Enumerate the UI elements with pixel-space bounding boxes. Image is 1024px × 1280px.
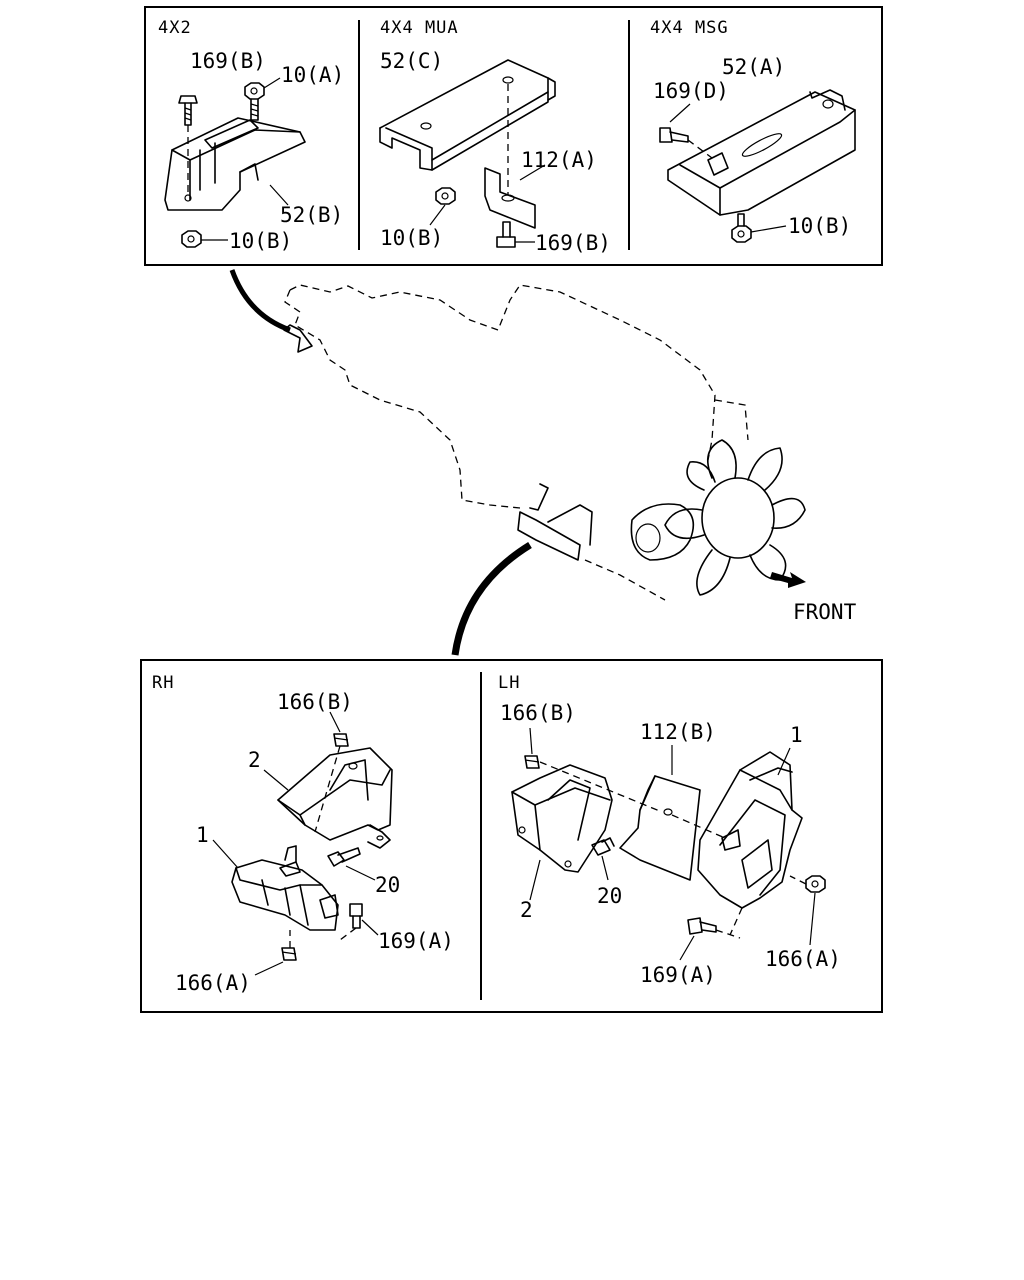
section-lh: LH 166(B) 112(B) 1 2 20 169(A) 166(A): [498, 673, 841, 987]
nut-10b-icon-msg: [731, 213, 787, 243]
label-166b-lh: 166(B): [500, 701, 576, 725]
label-20-lh: 20: [597, 884, 622, 908]
bolt-169d-icon: [659, 103, 713, 159]
nut-166a-icon-lh: [789, 875, 826, 946]
bracket-52a-drawing: [667, 89, 856, 216]
bolt-20-icon-lh: [591, 837, 615, 881]
bracket-52c-drawing: [379, 59, 556, 171]
nut-166b-icon-lh: [524, 727, 540, 769]
section-4x4-mua: 4X4 MUA 52(C) 112(A) 10(B) 169(B): [379, 18, 611, 255]
mount-1-lh-drawing: [697, 747, 803, 909]
bracket-52b-drawing: [164, 117, 306, 211]
label-20-rh: 20: [375, 873, 400, 897]
label-2-rh: 2: [248, 748, 261, 772]
bolt-169b-icon: [178, 95, 198, 126]
center-mount-icon: [517, 483, 593, 561]
nut-166b-icon-rh: [329, 711, 349, 747]
label-166a-lh: 166(A): [765, 947, 841, 971]
mount-1-rh-drawing: [212, 839, 339, 931]
bottom-panel-frame: [140, 659, 883, 1013]
section-header-4x4-mua: 4X4 MUA: [380, 18, 459, 38]
label-169b-mua: 169(B): [535, 231, 611, 255]
section-rh: RH 166(B) 2 1 20 169(A) 166(A): [152, 673, 454, 995]
label-52b: 52(B): [280, 203, 343, 227]
section-header-4x4-msg: 4X4 MSG: [650, 18, 729, 38]
nut-10b-icon-left: [181, 230, 228, 248]
section-4x4-msg: 4X4 MSG 52(A) 169(D) 10(B): [650, 18, 856, 243]
front-label: FRONT: [793, 600, 857, 624]
label-2-lh: 2: [520, 898, 533, 922]
leader-arc-bottom: [451, 542, 532, 656]
nut-10b-icon-mua: [429, 187, 456, 226]
label-10a: 10(A): [281, 63, 344, 87]
nut-166a-icon-rh: [254, 930, 297, 976]
label-166b-rh: 166(B): [277, 690, 353, 714]
plate-112b-drawing: [619, 745, 701, 881]
label-1-lh: 1: [790, 723, 803, 747]
section-header-rh: RH: [152, 673, 174, 693]
label-169a-rh: 169(A): [378, 929, 454, 953]
label-1-rh: 1: [196, 823, 209, 847]
label-10b-mua: 10(B): [380, 226, 443, 250]
plate-112a-drawing: [484, 164, 546, 229]
bracket-2-lh-drawing: [511, 764, 613, 901]
label-169a-lh: 169(A): [640, 963, 716, 987]
engine-illustration: FRONT: [229, 269, 857, 656]
label-10b: 10(B): [229, 229, 292, 253]
label-166a-rh: 166(A): [175, 971, 251, 995]
section-4x2: 4X2 169(B) 10(A) 52(B) 10(B): [158, 18, 344, 253]
leader-arc-top: [229, 269, 291, 333]
label-52a: 52(A): [722, 55, 785, 79]
label-169d: 169(D): [653, 79, 729, 103]
bolt-20-icon-rh: [327, 847, 376, 881]
label-112a: 112(A): [521, 148, 597, 172]
bolt-169b-icon-mua: [496, 221, 535, 248]
label-169b: 169(B): [190, 49, 266, 73]
label-112b: 112(B): [640, 720, 716, 744]
fan-icon: [664, 439, 806, 596]
top-panel-frame: [144, 6, 883, 266]
section-header-4x2: 4X2: [158, 18, 192, 38]
section-header-lh: LH: [498, 673, 520, 693]
bracket-2-rh-drawing: [263, 747, 393, 849]
bolt-169a-icon-rh: [339, 903, 379, 941]
bolt-169a-icon-lh: [679, 917, 741, 961]
label-52c: 52(C): [380, 49, 443, 73]
nut-10a-icon: [244, 77, 281, 121]
front-arrow-icon: [770, 572, 806, 588]
label-10b-msg: 10(B): [788, 214, 851, 238]
